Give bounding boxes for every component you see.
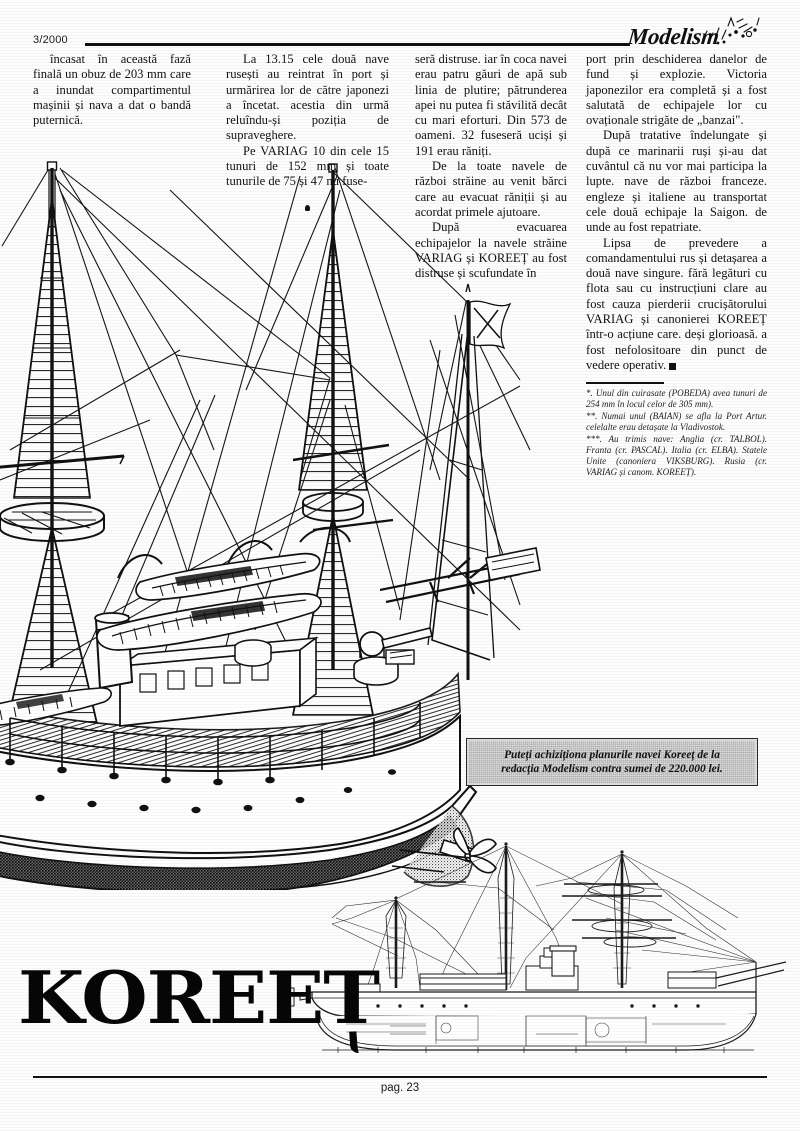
paragraph: După evacuarea echipajelor la navele str…: [415, 220, 567, 281]
end-of-article-mark: [669, 362, 677, 370]
ornament-icon: [305, 204, 310, 211]
ship-profile-plan: [286, 842, 787, 1053]
footnote-separator: [586, 382, 664, 384]
issue-number: 3/2000: [33, 34, 68, 46]
mainmast: [292, 163, 394, 716]
paragraph: Lipsa de prevedere a comandamentului rus…: [586, 236, 767, 374]
footnote-2: **. Numai unul (BAIAN) se afla la Port A…: [586, 410, 767, 432]
page-title: KOREET: [18, 955, 380, 1040]
page-header: 3/2000 Modelism: [33, 16, 767, 56]
ship-hull: [0, 671, 478, 890]
text-column-3: seră distruse. iar în coca navei erau pa…: [415, 52, 567, 281]
text-column-1: încasat în această fază finală un obuz d…: [33, 52, 191, 128]
lifeboat-lower: [96, 592, 322, 651]
lifeboat-upper: [135, 552, 321, 601]
paragraph: seră distruse. iar în coca navei erau pa…: [415, 52, 567, 158]
footer-rule: [33, 1076, 767, 1079]
paragraph-text: Lipsa de prevedere a comandamentului rus…: [586, 235, 767, 372]
ship-perspective-illustration: [0, 161, 541, 890]
logo-flourish-icon: [703, 16, 760, 45]
railing: [5, 701, 421, 786]
page-title-last-letter: T: [323, 955, 380, 1040]
deck-gun: [353, 627, 433, 686]
paragraph: La 13.15 cele două nave rusești au reint…: [226, 52, 389, 143]
paragraph: De la toate navele de război străine au …: [415, 159, 567, 219]
footnote-3: ***. Au trimis nave: Anglia (cr. TALBOL)…: [586, 433, 767, 478]
mizzenmast: [427, 283, 512, 680]
footnote-1: *. Unul din cuirasate (POBEDA) avea tunu…: [586, 387, 767, 410]
ensign-flag: [469, 300, 512, 350]
page-title-main: KOREE: [18, 955, 324, 1040]
portholes: [35, 769, 396, 814]
text-column-4: port prin deschiderea danelor de fund și…: [586, 52, 767, 479]
stern-propeller-rudder: [391, 805, 497, 887]
paragraph: port prin deschiderea danelor de fund și…: [586, 52, 767, 128]
paragraph: După tratative îndelungate și după ce ma…: [586, 128, 767, 235]
deck-structures: [0, 526, 541, 786]
page-number: pag. 23: [380, 1082, 420, 1094]
footnotes: *. Unul din cuirasate (POBEDA) avea tunu…: [586, 388, 767, 479]
text-column-2: La 13.15 cele două nave rusești au reint…: [226, 52, 389, 215]
profile-funnel: [549, 945, 577, 977]
advert-line-2: redacția Modelism contra sumei de 220.00…: [501, 763, 723, 775]
advert-text: Puteți achiziționa planurile navei Koree…: [493, 748, 730, 777]
profile-hull: [311, 991, 757, 1053]
header-rule: [85, 43, 630, 46]
advert-box: Puteți achiziționa planurile navei Koree…: [466, 738, 758, 786]
paragraph: încasat în această fază finală un obuz d…: [33, 52, 191, 128]
profile-masts: [385, 842, 631, 990]
davits: [117, 526, 351, 579]
foremast: [0, 161, 125, 729]
advert-line-1: Puteți achiziționa planurile navei Koree…: [504, 748, 720, 761]
